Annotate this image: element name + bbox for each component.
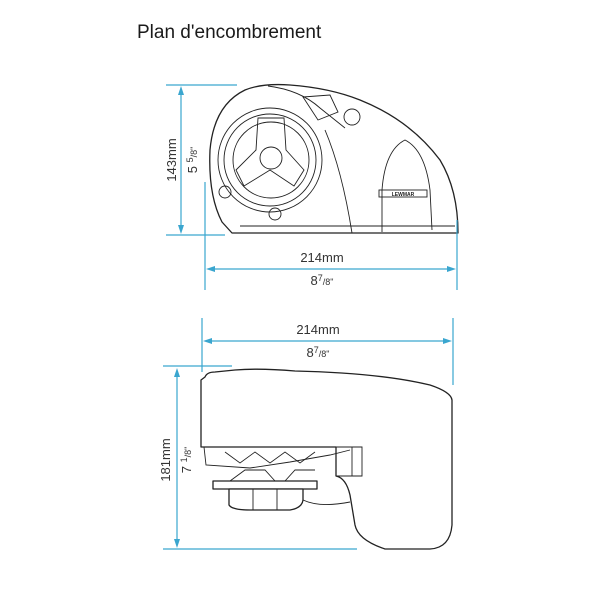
- side-view-windlass: [200, 368, 453, 550]
- front-view-windlass: LEWMAR: [209, 83, 459, 234]
- side-width-dimension: 214mm 87/8": [201, 318, 454, 385]
- side-width-inches: 87/8": [307, 345, 330, 360]
- front-height-mm: 143mm: [164, 138, 179, 181]
- front-width-inches: 87/8": [311, 273, 334, 288]
- page-title: Plan d'encombrement: [137, 22, 322, 43]
- side-height-inches: 7 1/8": [179, 447, 194, 474]
- arrow-up-icon: [178, 86, 184, 95]
- front-height-inches: 5 5/8": [185, 147, 200, 174]
- front-width-mm: 214mm: [300, 250, 343, 265]
- front-width-dimension: 214mm 87/8": [204, 182, 458, 290]
- side-height-dimension: 181mm 7 1/8": [158, 365, 357, 550]
- arrow-right-icon: [443, 338, 452, 344]
- brand-logo: LEWMAR: [392, 192, 415, 198]
- arrow-down-icon: [174, 539, 180, 548]
- arrow-down-icon: [178, 225, 184, 234]
- arrow-up-icon: [174, 368, 180, 377]
- side-width-mm: 214mm: [296, 322, 339, 337]
- front-height-dimension: 143mm 5 5/8": [164, 84, 237, 236]
- arrow-left-icon: [206, 266, 215, 272]
- arrow-right-icon: [447, 266, 456, 272]
- side-height-mm: 181mm: [158, 438, 173, 481]
- arrow-left-icon: [203, 338, 212, 344]
